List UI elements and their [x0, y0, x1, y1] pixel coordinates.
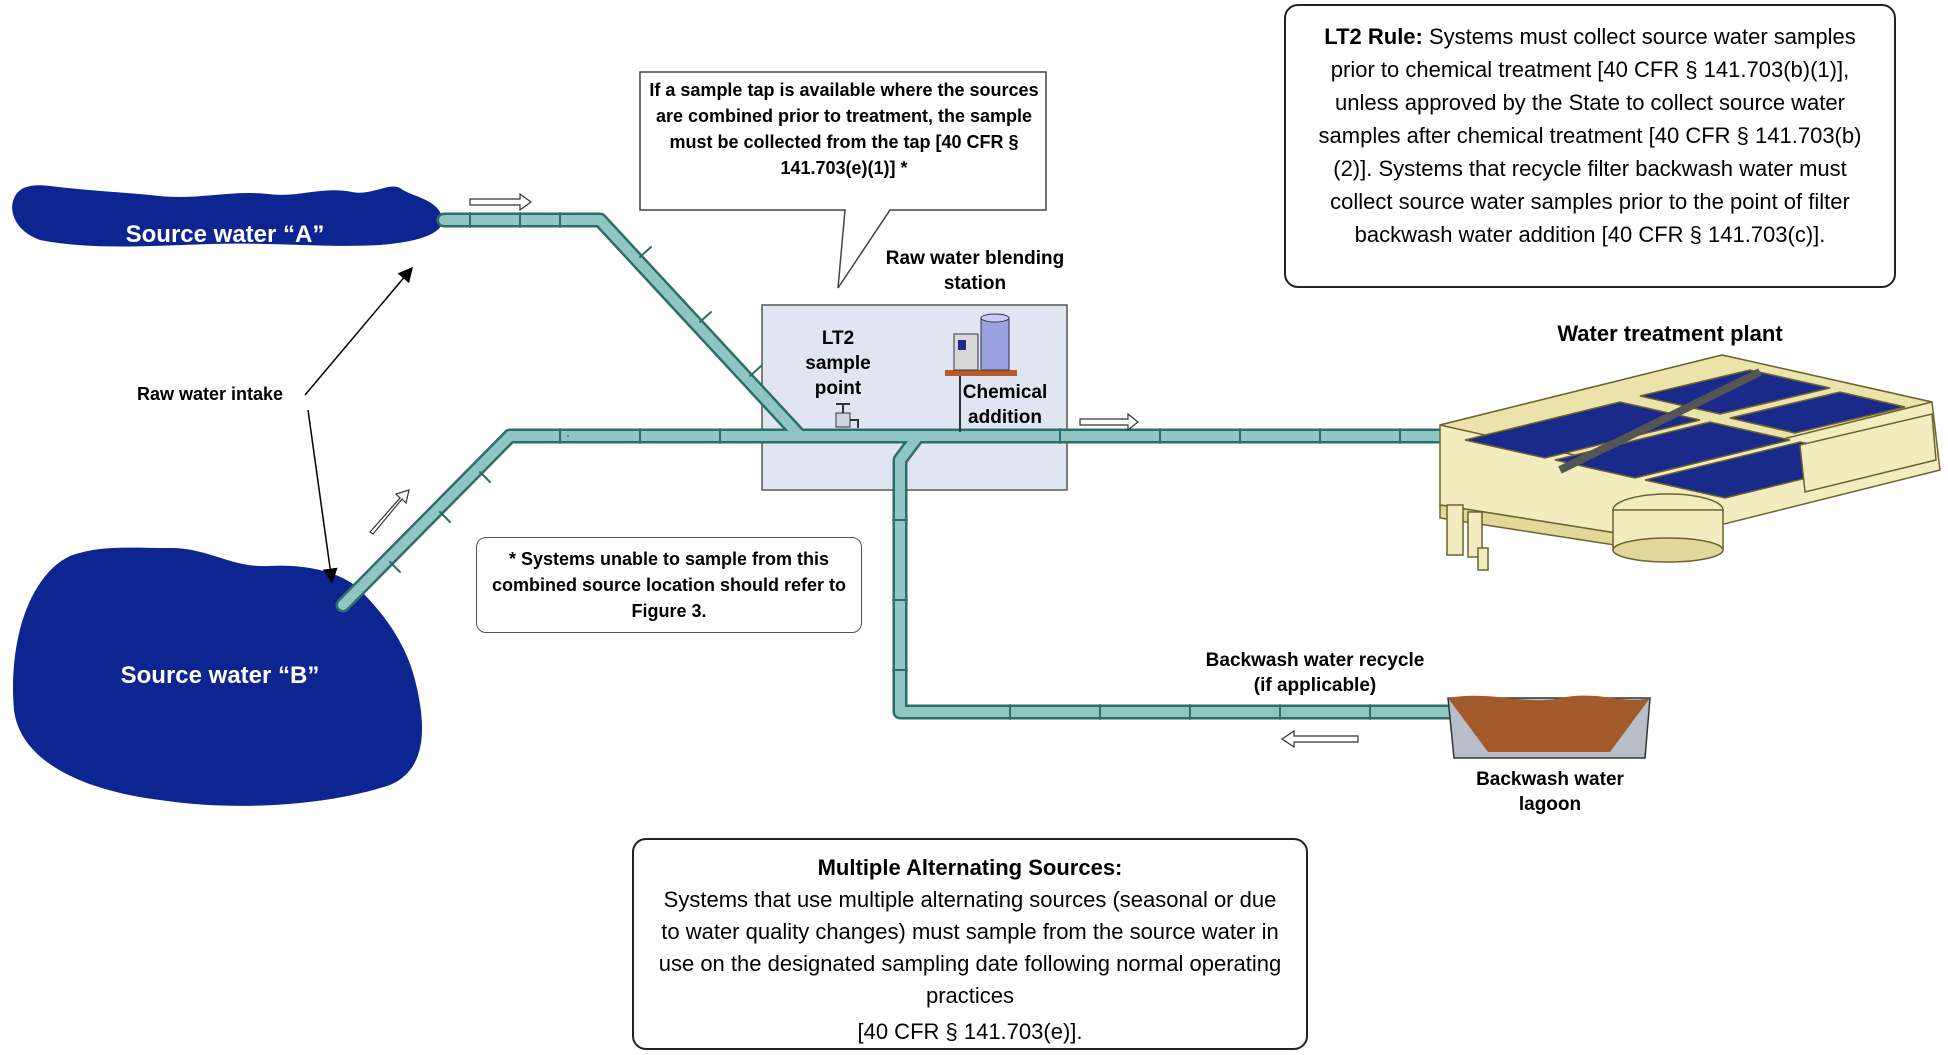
lt2-rule-title: LT2 Rule: [1324, 24, 1423, 49]
alternating-sources-title: Multiple Alternating Sources: [817, 855, 1123, 880]
source-water-a-label: Source water “A” [125, 221, 325, 248]
intake-arrow-a [304, 266, 413, 396]
alternating-sources-box: Multiple Alternating Sources: Systems th… [632, 838, 1308, 1050]
sample-tap-icon [835, 403, 859, 428]
backwash-lagoon-label: Backwash water lagoon [1476, 769, 1624, 815]
flow-arrows [369, 192, 1359, 749]
raw-water-intake-label: Raw water intake [136, 384, 284, 404]
backwash-recycle-label: Backwash water recycle (if applicable) [1205, 650, 1425, 696]
alternating-sources-citation: [40 CFR § 141.703(e)]. [857, 1019, 1083, 1044]
footnote-text: * Systems unable to sample from this com… [491, 549, 847, 621]
sample-tap-callout-text: If a sample tap is available where the s… [649, 80, 1039, 178]
flow-arrow-a [469, 192, 533, 212]
backwash-lagoon-illustration [1447, 695, 1651, 759]
blending-station-label: Raw water blending station [885, 248, 1065, 294]
source-water-b-label: Source water “B” [120, 662, 320, 689]
source-water-a-shape [12, 185, 443, 247]
source-water-b-shape [13, 547, 423, 806]
sample-tap-callout-shape [639, 71, 1047, 289]
treatment-plant-label: Water treatment plant [1557, 321, 1783, 346]
pipe-network [335, 212, 1498, 720]
chemical-tank-icon [945, 313, 1017, 432]
intake-arrow-b [307, 409, 338, 584]
lt2-rule-box: LT2 Rule: Systems must collect source wa… [1284, 4, 1896, 288]
flow-arrow-main [1079, 412, 1139, 432]
lt2-sample-point-label: LT2 sample point [805, 328, 871, 399]
alternating-sources-body: Systems that use multiple alternating so… [658, 887, 1282, 1008]
flow-arrow-b [369, 489, 410, 535]
flow-arrow-backwash [1280, 729, 1359, 749]
footnote-box: * Systems unable to sample from this com… [476, 537, 862, 633]
treatment-plant-illustration [1439, 354, 1941, 571]
lt2-rule-body: Systems must collect source water sample… [1318, 24, 1862, 247]
chemical-addition-label: Chemical addition [962, 382, 1048, 428]
blending-station-box [761, 304, 1068, 491]
